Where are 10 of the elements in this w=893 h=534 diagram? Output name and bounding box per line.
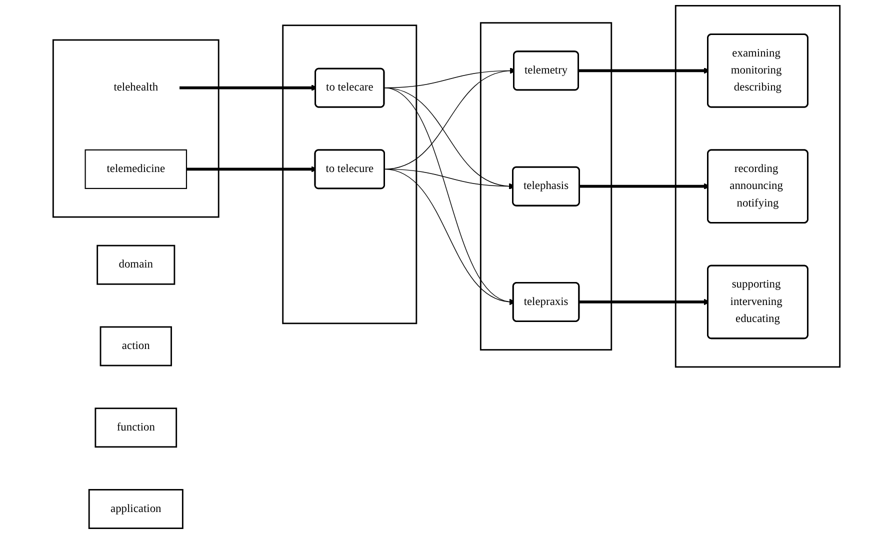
cluster xyxy=(52,39,220,218)
node-box: function xyxy=(94,408,178,448)
cluster xyxy=(674,5,841,368)
node-box: application xyxy=(88,489,184,529)
cluster xyxy=(282,24,418,324)
cluster xyxy=(480,22,612,351)
node-text: telehealth xyxy=(114,81,158,94)
node-box: domain xyxy=(96,244,176,285)
node-box: telemedicine xyxy=(84,149,188,189)
node-box: action xyxy=(100,326,172,366)
